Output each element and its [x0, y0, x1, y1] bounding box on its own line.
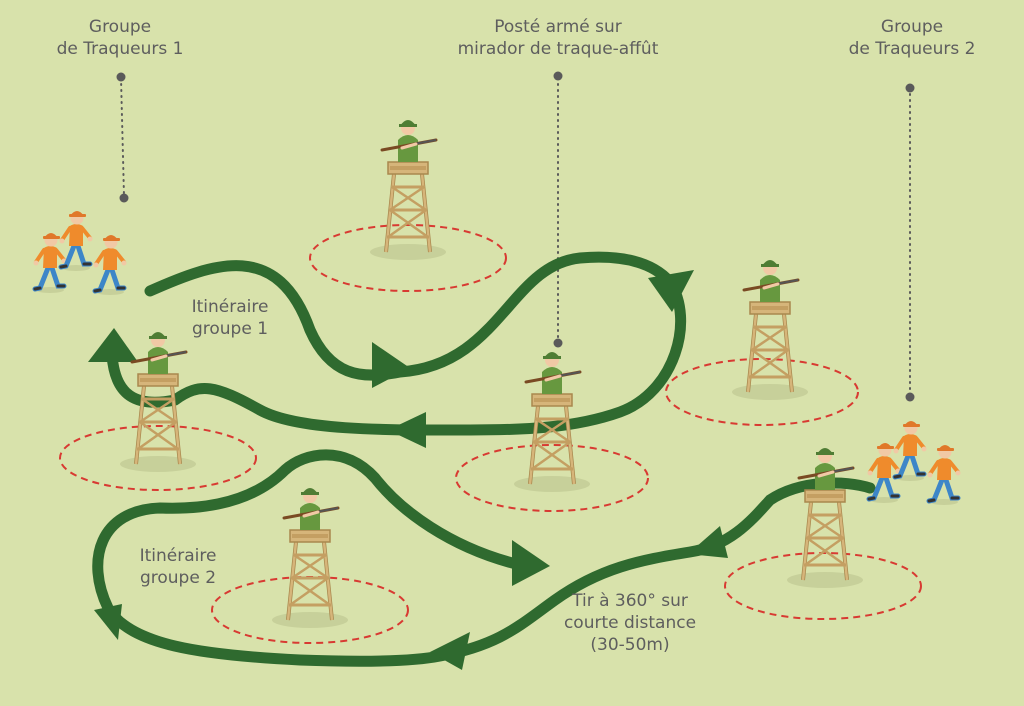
- label-group1: Groupe de Traqueurs 1: [40, 16, 200, 60]
- beaters-group-2-icon: [868, 421, 961, 505]
- label-posted-line1: Posté armé sur: [494, 17, 622, 37]
- callout-lines: [120, 77, 911, 397]
- callout-dot-group2-end: [905, 392, 915, 402]
- shooting-zone-circle: [309, 224, 507, 292]
- label-posted: Posté armé sur mirador de traque-affût: [428, 16, 688, 60]
- shooting-zone-circle: [455, 444, 649, 512]
- label-posted-line2: mirador de traque-affût: [457, 39, 659, 59]
- hunting-tower-icon: [730, 258, 810, 402]
- label-itin2-line1: Itinéraire: [139, 546, 217, 566]
- label-group1-line1: Groupe: [88, 17, 152, 37]
- arrow-head: [688, 526, 728, 558]
- callout-dot-posted: [553, 71, 563, 81]
- route-arrows: [88, 270, 728, 670]
- label-shot-line2: courte distance: [563, 613, 697, 633]
- callout-dot-posted-end: [553, 338, 563, 348]
- hunting-tower-icon: [785, 446, 865, 590]
- label-itin1-line1: Itinéraire: [191, 297, 269, 317]
- label-group2: Groupe de Traqueurs 2: [822, 16, 1002, 60]
- arrow-head: [88, 328, 138, 362]
- hunting-tower-icon: [368, 118, 448, 262]
- callout-group1-line: [120, 77, 125, 197]
- arrow-head: [372, 342, 410, 388]
- shooting-zone-circle: [665, 358, 859, 426]
- label-itinerary-2: Itinéraire groupe 2: [118, 545, 238, 589]
- shooting-zone-circle: [211, 576, 409, 644]
- label-group2-line2: de Traqueurs 2: [848, 39, 976, 59]
- beaters-group-1-icon: [34, 211, 127, 295]
- label-shot-line3: (30-50m): [590, 635, 670, 655]
- hunting-tower-icon: [270, 486, 350, 630]
- callout-dot-group1: [116, 72, 126, 82]
- shooting-zone-circle: [59, 425, 257, 491]
- arrow-head: [94, 604, 122, 640]
- label-shot: Tir à 360° sur courte distance (30-50m): [555, 590, 705, 656]
- arrow-head: [512, 540, 550, 586]
- callout-dot-group1-end: [119, 193, 129, 203]
- label-group1-line2: de Traqueurs 1: [56, 39, 184, 59]
- label-itin1-line2: groupe 1: [191, 319, 269, 339]
- label-shot-line1: Tir à 360° sur: [572, 591, 688, 611]
- label-group2-line1: Groupe: [880, 17, 944, 37]
- callout-dot-group2: [905, 83, 915, 93]
- label-itinerary-1: Itinéraire groupe 1: [170, 296, 290, 340]
- route-group-1: [106, 251, 687, 436]
- arrow-head: [430, 632, 470, 670]
- label-itin2-line2: groupe 2: [139, 568, 217, 588]
- arrow-head: [648, 270, 694, 312]
- arrow-head: [388, 412, 426, 448]
